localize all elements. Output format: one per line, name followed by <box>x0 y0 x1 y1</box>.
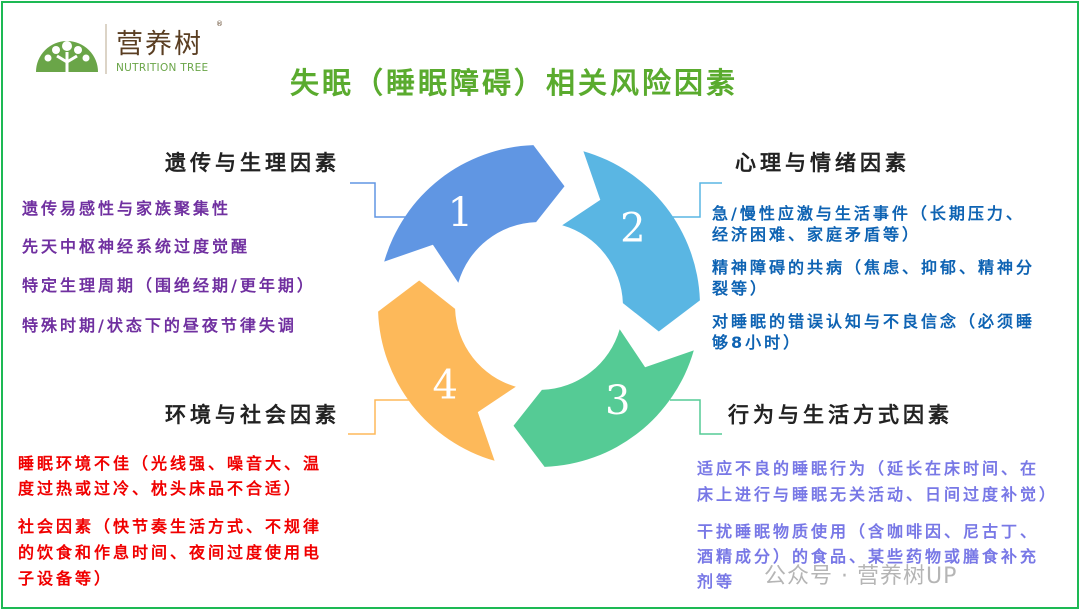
factor-item-line: 的饮食和作息时间、夜间过度使用电 <box>18 543 323 562</box>
heading-behavior-lifestyle: 行为与生活方式因素 <box>728 403 953 427</box>
factor-item-line: 社会因素（快节奏生活方式、不规律 <box>18 517 323 536</box>
logo-name: 营养树 <box>116 29 203 60</box>
segment-1-arrow <box>384 145 565 283</box>
factor-item-line: 对睡眠的错误认知与不良信念（必须睡 <box>712 312 1036 331</box>
segment-number-4: 4 <box>432 363 457 409</box>
factor-item-line: 度过热或过冷、枕头床品不合适） <box>18 479 304 498</box>
factor-item-line: 干扰睡眠物质使用（含咖啡因、尼古丁、 <box>697 522 1040 541</box>
connector-line-2 <box>672 182 722 218</box>
connector-line-4 <box>348 399 410 435</box>
factor-item-line: 子设备等） <box>18 569 114 588</box>
segment-number-1: 1 <box>448 190 473 236</box>
watermark: 公众号 · 营养树UP <box>764 564 958 589</box>
page-title: 失眠（睡眠障碍）相关风险因素 <box>290 66 739 100</box>
factor-item: 适应不良的睡眠行为（延长在床时间、在 床上进行与睡眠无关活动、日间过度补觉） <box>697 456 1058 508</box>
connector-line-3 <box>670 399 722 435</box>
factor-item-line: 适应不良的睡眠行为（延长在床时间、在 <box>697 459 1040 478</box>
factor-item: 睡眠环境不佳（光线强、噪音大、温 度过热或过冷、枕头床品不合适） <box>18 451 322 501</box>
logo-registered-mark: ® <box>216 20 223 28</box>
segment-2-arrow <box>562 151 700 332</box>
factor-item-line: 急/慢性应激与生活事件（长期压力、 <box>712 204 1025 223</box>
factor-item: 急/慢性应激与生活事件（长期压力、 经济困难、家庭矛盾等） <box>712 203 1025 245</box>
segment-3-arrow <box>513 329 694 467</box>
factor-item-line: 精神障碍的共病（焦虑、抑郁、精神分 <box>712 258 1036 277</box>
segment-4-arrow <box>378 280 516 461</box>
factor-item-line: 裂等） <box>712 279 770 298</box>
factor-item: 先天中枢神经系统过度觉醒 <box>22 237 251 256</box>
segment-number-2: 2 <box>620 205 645 251</box>
factor-item: 精神障碍的共病（焦虑、抑郁、精神分 裂等） <box>712 257 1035 299</box>
factor-item-line: 床上进行与睡眠无关活动、日间过度补觉） <box>697 485 1059 504</box>
factor-item: 特定生理周期（围绝经期/更年期） <box>22 276 316 295</box>
segment-number-3: 3 <box>605 378 630 424</box>
factor-item: 对睡眠的错误认知与不良信念（必须睡 够8小时） <box>712 311 1035 353</box>
heading-genetic-physiological: 遗传与生理因素 <box>165 151 340 175</box>
heading-psychological-emotional: 心理与情绪因素 <box>735 151 910 175</box>
logo-subtitle: NUTRITION TREE <box>116 62 209 74</box>
factor-item: 遗传易感性与家族聚集性 <box>22 199 232 218</box>
factor-item-line: 睡眠环境不佳（光线强、噪音大、温 <box>18 454 323 473</box>
factor-item-line: 酒精成分）的食品、某些药物或膳食补充 <box>697 547 1040 566</box>
factor-item-line: 剂等 <box>697 572 736 591</box>
factor-item: 特殊时期/状态下的昼夜节律失调 <box>22 316 297 335</box>
heading-environment-social: 环境与社会因素 <box>165 403 340 427</box>
factor-item-line: 够8小时） <box>712 333 803 352</box>
factor-item: 干扰睡眠物质使用（含咖啡因、尼古丁、 酒精成分）的食品、某些药物或膳食补充 剂等 <box>697 519 1039 594</box>
connector-line-1 <box>350 182 408 218</box>
factor-item-line: 经济困难、家庭矛盾等） <box>712 225 922 244</box>
logo-tree-icon <box>35 24 107 74</box>
factor-item: 社会因素（快节奏生活方式、不规律 的饮食和作息时间、夜间过度使用电 子设备等） <box>18 514 322 592</box>
